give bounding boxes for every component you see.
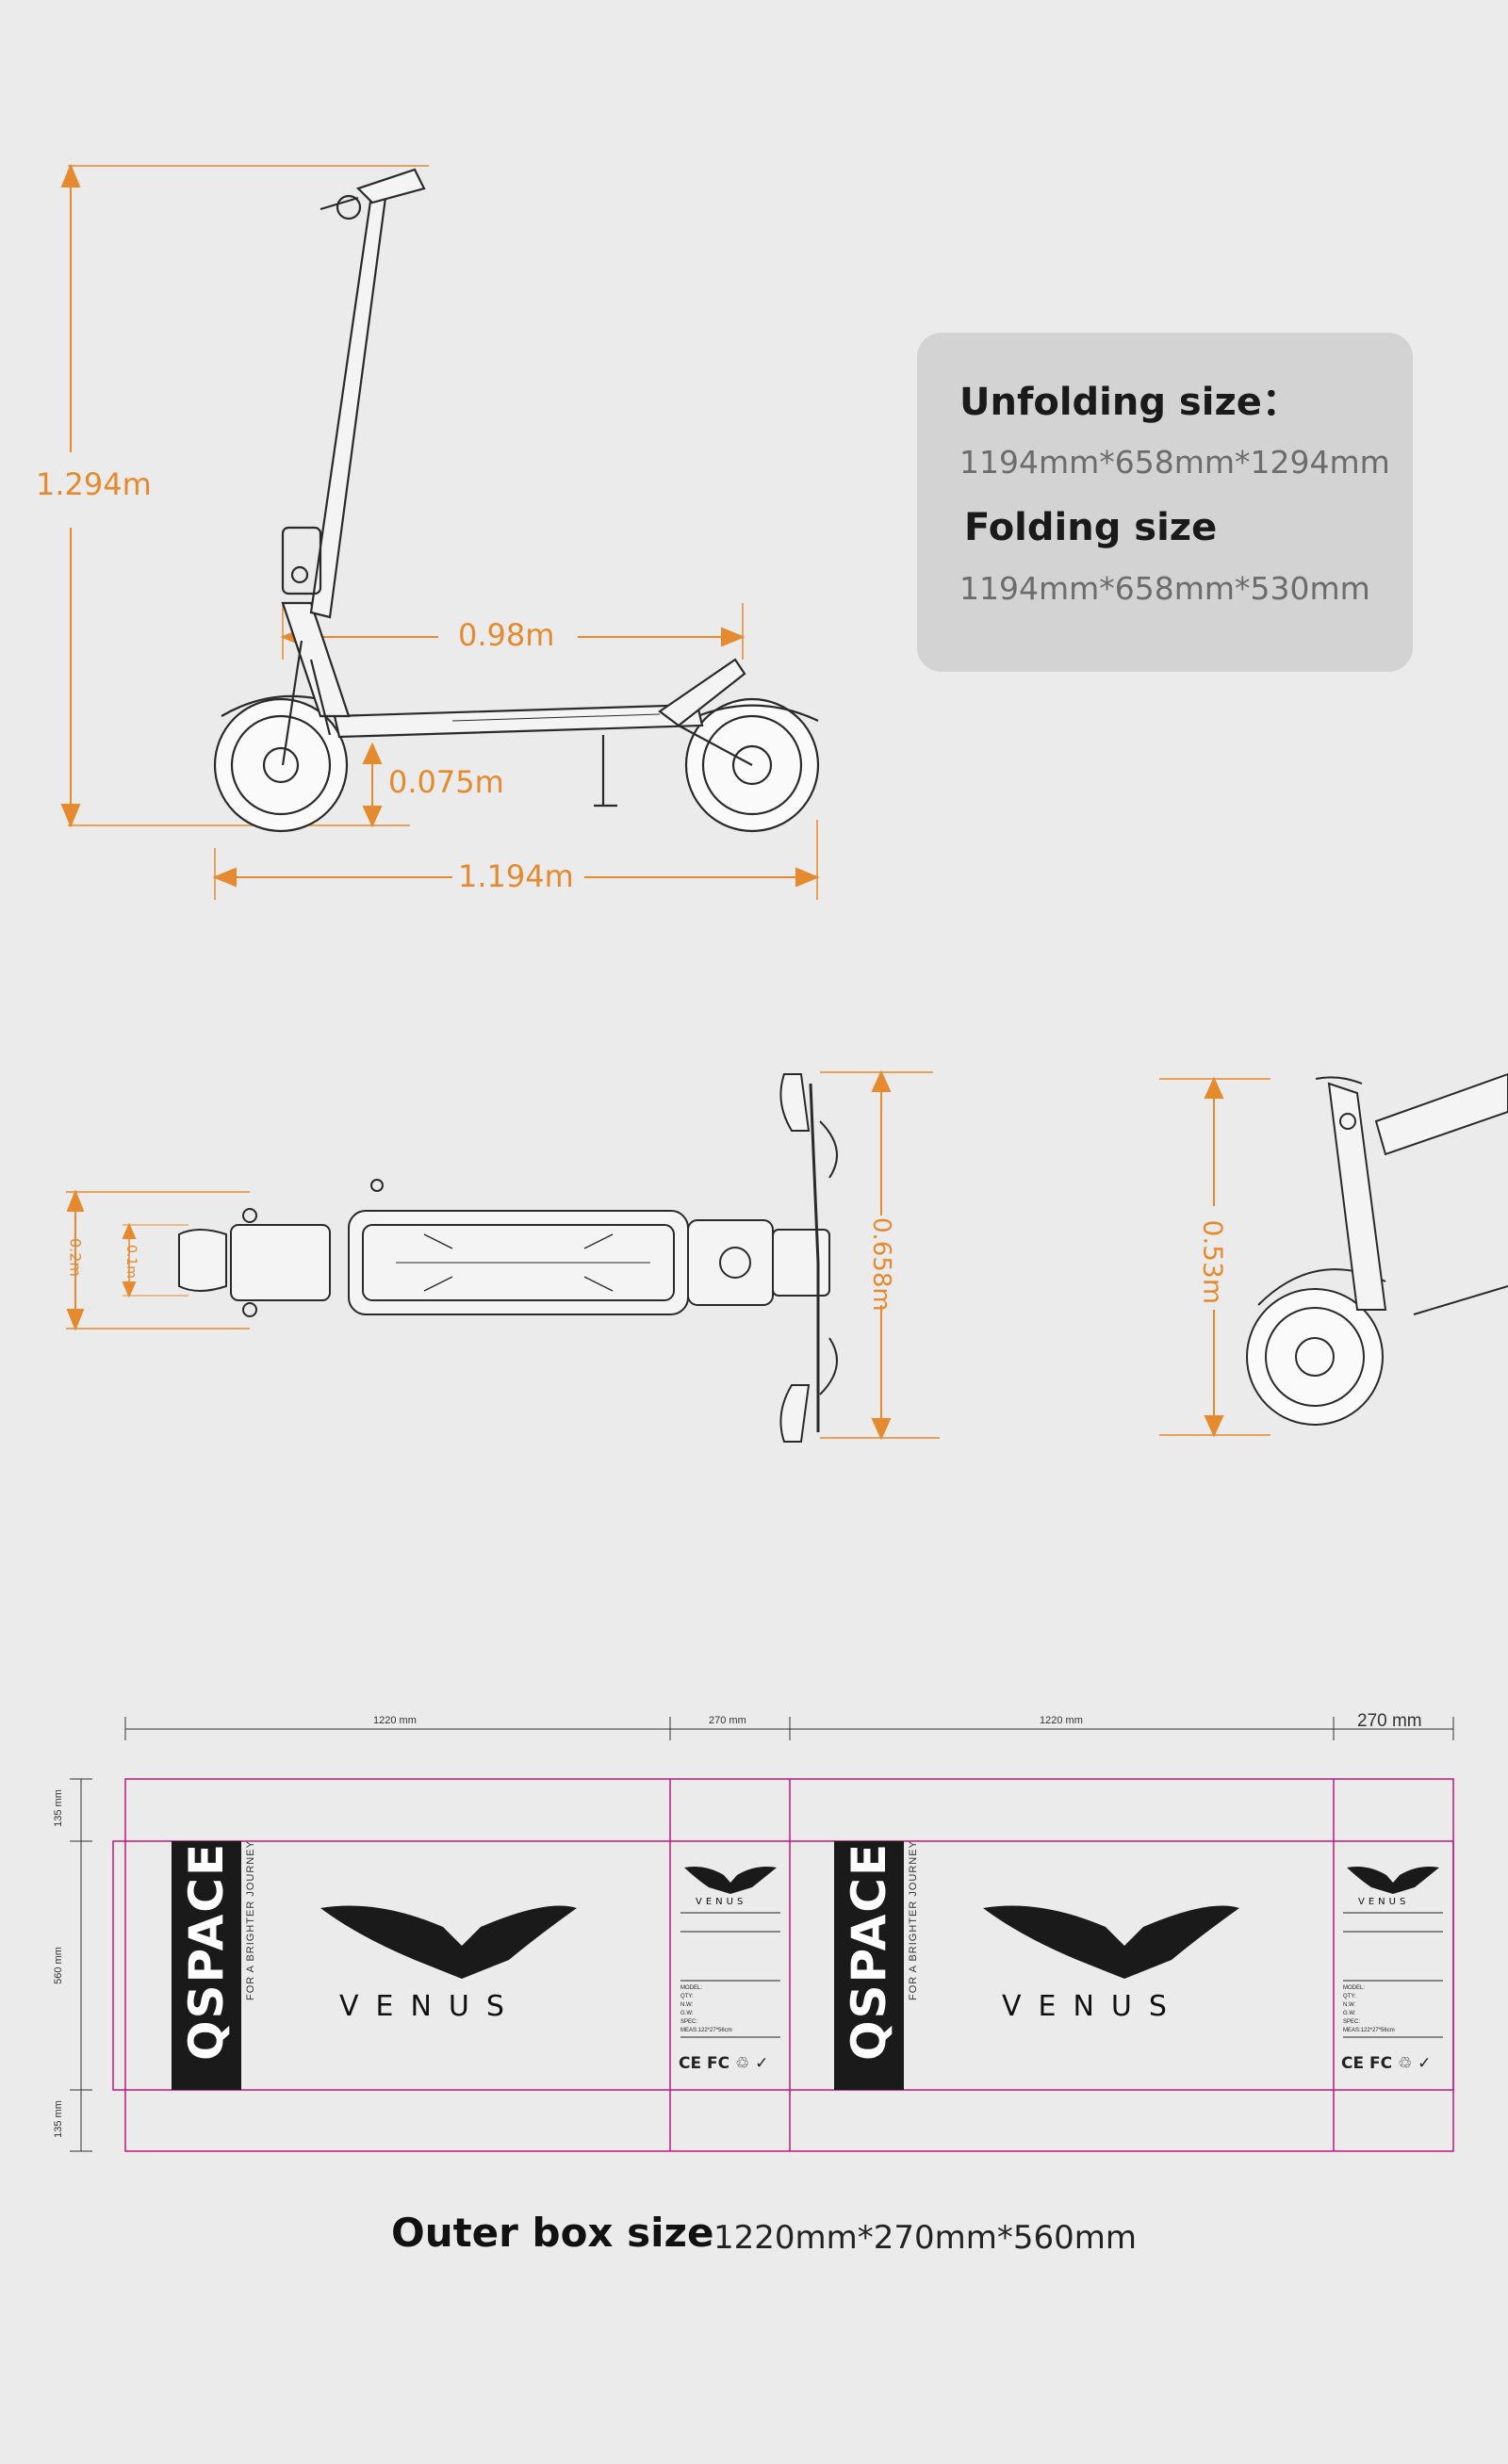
brand-panel-right (834, 1841, 904, 2090)
brand-name-right: QSPACE (842, 1841, 896, 2061)
length-label: 1.194m (452, 859, 580, 893)
spec-block-left: MODEL:QTY:N.W:G.W:SPEC:MEAS:122*27*56cm (680, 1985, 732, 2033)
slogan-left: FOR A BRIGHTER JOURNEY (245, 1840, 256, 2000)
folded-view-scooter (1246, 1072, 1508, 1426)
folding-title: Folding size (964, 506, 1218, 549)
clearance-label: 0.075m (383, 765, 510, 799)
box-dim-1: 1220 mm (373, 1715, 417, 1726)
cert-marks-right: CE FC ♲ ✓ (1341, 2054, 1432, 2073)
folding-value: 1194mm*658mm*530mm (959, 570, 1370, 607)
box-dieline (70, 1717, 1454, 2152)
side-view-scooter (213, 168, 820, 833)
deck-width-outer-label: 0.2m (66, 1237, 85, 1278)
cert-marks-left: CE FC ♲ ✓ (679, 2054, 769, 2073)
model-name-right: VENUS (1002, 1990, 1184, 2023)
spec-block-right: MODEL:QTY:N.W:G.W:SPEC:MEAS:122*27*56cm (1343, 1985, 1395, 2033)
folded-height-label: 0.53m (1197, 1219, 1229, 1305)
deck-width-inner-label: 0.1m (123, 1245, 139, 1279)
unfolding-value: 1194mm*658mm*1294mm (959, 444, 1390, 481)
height-label: 1.294m (30, 467, 157, 501)
model-name-small-left: VENUS (696, 1897, 747, 1907)
outer-box-title: Outer box size (391, 2210, 714, 2256)
unfolding-title: Unfolding size： (959, 381, 1300, 424)
handlebar-width-label: 0.658m (867, 1217, 895, 1312)
box-height-2: 560 mm (52, 1947, 64, 1984)
size-info-box: Unfolding size： 1194mm*658mm*1294mm Fold… (917, 333, 1413, 672)
top-view-scooter (178, 1073, 838, 1443)
box-dim-4: 270 mm (1357, 1711, 1422, 1731)
box-height-1: 135 mm (52, 1789, 64, 1827)
slogan-right: FOR A BRIGHTER JOURNEY (908, 1840, 919, 2000)
box-dim-2: 270 mm (709, 1715, 746, 1726)
outer-box-value: 1220mm*270mm*560mm (713, 2219, 1138, 2257)
brand-panel-left (172, 1841, 241, 2090)
model-name-small-right: VENUS (1358, 1897, 1410, 1907)
box-height-3: 135 mm (52, 2100, 64, 2138)
brand-name-left: QSPACE (179, 1841, 234, 2061)
wheelbase-label: 0.98m (452, 618, 561, 652)
model-name-left: VENUS (339, 1990, 521, 2023)
box-dim-3: 1220 mm (1040, 1715, 1083, 1726)
